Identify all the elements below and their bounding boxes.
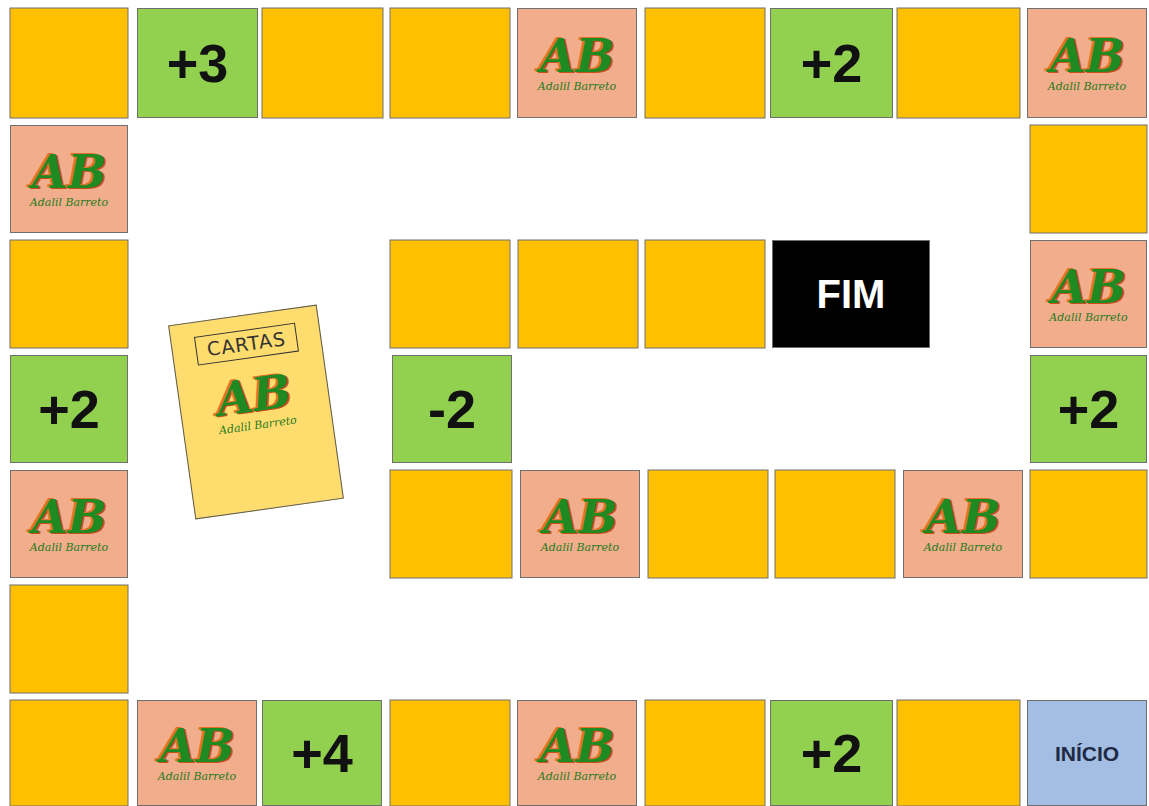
logo-square: AB Adalil Barreto [517, 700, 637, 806]
logo-monogram: AB [543, 494, 618, 540]
bonus-square: +2 [770, 8, 893, 118]
finish-square: FIM [772, 240, 930, 348]
bonus-square: +4 [262, 700, 382, 806]
bonus-square: +2 [10, 355, 128, 463]
empty-square [648, 470, 768, 578]
logo-signature: Adalil Barreto [538, 81, 616, 93]
bonus-square: +2 [1030, 355, 1147, 463]
logo-square: AB Adalil Barreto [517, 8, 637, 118]
empty-square [390, 700, 510, 806]
square-value: -2 [428, 382, 476, 436]
empty-square [1030, 125, 1147, 233]
logo-square: AB Adalil Barreto [10, 125, 128, 233]
empty-square [10, 240, 128, 348]
logo-square: AB Adalil Barreto [10, 470, 128, 578]
empty-square [645, 700, 765, 806]
logo-monogram: AB [540, 33, 615, 79]
logo-signature: Adalil Barreto [158, 771, 236, 783]
logo-monogram: AB [1050, 33, 1125, 79]
start-square: INÍCIO [1027, 700, 1147, 806]
empty-square [897, 8, 1020, 118]
empty-square [390, 240, 510, 348]
empty-square [775, 470, 895, 578]
card-title: CARTAS [194, 323, 298, 366]
logo-signature: Adalil Barreto [924, 542, 1002, 554]
logo-square: AB Adalil Barreto [1027, 8, 1147, 118]
logo-monogram: AB [213, 367, 293, 423]
square-value: +2 [38, 382, 100, 436]
empty-square [645, 8, 765, 118]
logo-signature: Adalil Barreto [30, 542, 108, 554]
bonus-square: -2 [392, 355, 512, 463]
bonus-square: +2 [770, 700, 893, 806]
logo-monogram: AB [160, 723, 235, 769]
square-value: +2 [801, 726, 863, 780]
finish-label: FIM [817, 274, 886, 314]
logo-monogram: AB [1051, 264, 1126, 310]
empty-square [390, 8, 510, 118]
logo-square: AB Adalil Barreto [520, 470, 640, 578]
empty-square [1030, 470, 1147, 578]
logo-monogram: AB [926, 494, 1001, 540]
square-value: +3 [167, 36, 229, 90]
square-value: +2 [1058, 382, 1120, 436]
empty-square [10, 8, 128, 118]
square-value: +2 [801, 36, 863, 90]
empty-square [10, 700, 128, 806]
logo-monogram: AB [32, 149, 107, 195]
logo-signature: Adalil Barreto [538, 771, 616, 783]
empty-square [10, 585, 128, 693]
bonus-square: +3 [137, 8, 258, 118]
logo-square: AB Adalil Barreto [137, 700, 257, 806]
empty-square [262, 8, 383, 118]
start-label: INÍCIO [1055, 743, 1119, 764]
logo-signature: Adalil Barreto [541, 542, 619, 554]
empty-square [390, 470, 512, 578]
empty-square [897, 700, 1020, 806]
logo-signature: Adalil Barreto [1049, 312, 1127, 324]
logo-monogram: AB [32, 494, 107, 540]
logo-signature: Adalil Barreto [30, 197, 108, 209]
logo-square: AB Adalil Barreto [1030, 240, 1147, 348]
square-value: +4 [291, 726, 353, 780]
empty-square [645, 240, 765, 348]
logo-signature: Adalil Barreto [1048, 81, 1126, 93]
logo-square: AB Adalil Barreto [903, 470, 1023, 578]
empty-square [518, 240, 638, 348]
logo-monogram: AB [540, 723, 615, 769]
card-deck: CARTASABAdalil Barreto [168, 305, 344, 520]
